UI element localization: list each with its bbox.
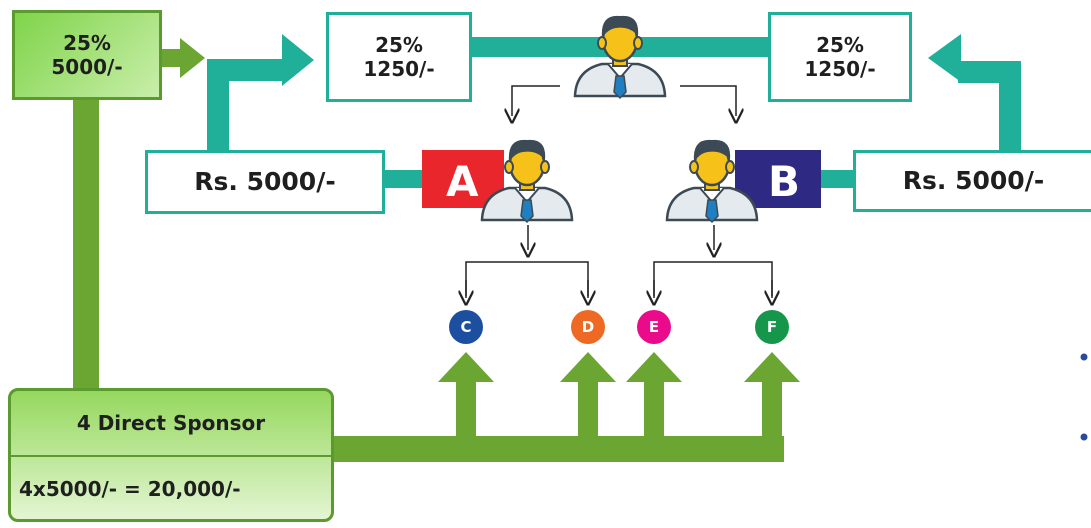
- top-left-commission-box: 25% 5000/-: [12, 10, 162, 100]
- top-center-left-amount: 1250/-: [363, 57, 435, 81]
- bracket-a-children: [465, 261, 589, 296]
- green-up-arrow-d: [560, 352, 616, 382]
- node-e: [637, 310, 671, 344]
- teal-left-rs-connector: [385, 170, 425, 188]
- top-center-left-box: 25% 1250/-: [326, 12, 472, 102]
- green-up-arrow-c: [438, 352, 494, 382]
- teal-left-up-connector: [207, 59, 284, 152]
- arrow-top-to-b: [680, 85, 736, 116]
- bullet-dot-icon: [1080, 353, 1088, 361]
- direct-sponsor-calc: 4x5000/- = 20,000/-: [19, 477, 241, 501]
- green-right-arrow-shaft: [160, 49, 180, 67]
- arrow-top-to-a: [512, 85, 560, 116]
- bracket-b-children: [653, 261, 773, 296]
- top-center-left-percent: 25%: [375, 33, 423, 57]
- teal-left-arrow-head: [282, 34, 314, 86]
- top-center-right-amount: 1250/-: [804, 57, 876, 81]
- node-f-label: F: [767, 318, 777, 336]
- top-left-percent: 25%: [63, 31, 111, 55]
- node-d-label: D: [582, 318, 594, 336]
- top-left-amount: 5000/-: [51, 55, 123, 79]
- node-d: [571, 310, 605, 344]
- teal-right-arrow-head: [928, 34, 961, 82]
- green-up-shaft-f: [762, 380, 782, 450]
- left-rs-box: Rs. 5000/-: [145, 150, 385, 214]
- node-c-label: C: [460, 318, 471, 336]
- green-up-arrow-e: [626, 352, 682, 382]
- direct-sponsor-title: 4 Direct Sponsor: [11, 391, 331, 457]
- node-c: [449, 310, 483, 344]
- top-center-right-percent: 25%: [816, 33, 864, 57]
- leg-b-label: B: [768, 157, 800, 206]
- green-up-shaft-d: [578, 380, 598, 450]
- green-up-shaft-e: [644, 380, 664, 450]
- green-up-shaft-c: [456, 380, 476, 450]
- left-rs-amount: Rs. 5000/-: [194, 167, 336, 196]
- green-bottom-bus: [332, 436, 784, 462]
- right-rs-amount: Rs. 5000/-: [902, 166, 1045, 195]
- green-right-arrow-head: [180, 38, 205, 78]
- top-center-right-box: 25% 1250/-: [768, 12, 912, 102]
- node-f: [755, 310, 789, 344]
- node-e-label: E: [649, 318, 659, 336]
- green-vertical-connector: [73, 100, 99, 392]
- bullet-dot-icon: [1080, 433, 1088, 441]
- green-up-arrow-f: [744, 352, 800, 382]
- direct-sponsor-box: 4 Direct Sponsor 4x5000/- = 20,000/-: [8, 388, 334, 522]
- right-rs-box: Rs. 5000/-: [853, 150, 1091, 212]
- leg-a-label: A: [446, 157, 479, 206]
- teal-right-rs-connector: [820, 170, 856, 188]
- teal-right-up-connector: [958, 61, 1021, 150]
